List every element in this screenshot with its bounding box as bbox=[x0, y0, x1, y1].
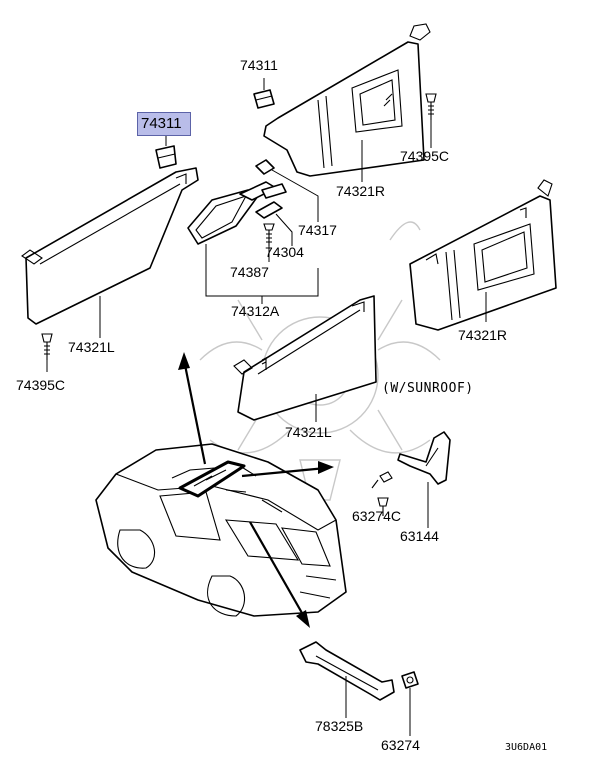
part-label-74321R-top[interactable]: 74321R bbox=[336, 183, 386, 199]
part-label-74395C-left[interactable]: 74395C bbox=[16, 377, 66, 393]
leader-74304 bbox=[275, 213, 293, 246]
part-label-74321R-right[interactable]: 74321R bbox=[458, 327, 508, 343]
part-label-74304[interactable]: 74304 bbox=[265, 244, 304, 260]
screw-icon bbox=[263, 223, 275, 246]
part-label-74311-top[interactable]: 74311 bbox=[240, 57, 278, 73]
part-label-74395C-top[interactable]: 74395C bbox=[400, 148, 450, 164]
arrows bbox=[178, 352, 334, 628]
part-label-74321L-sunroof[interactable]: 74321L bbox=[285, 424, 332, 440]
leader-74312A-bracket bbox=[205, 244, 319, 304]
part-label-63144[interactable]: 63144 bbox=[400, 528, 439, 544]
sun-visor-left[interactable] bbox=[21, 167, 199, 325]
part-label-63274[interactable]: 63274 bbox=[381, 737, 420, 753]
leader-74317 bbox=[271, 169, 319, 222]
sun-visor-right-top[interactable] bbox=[263, 23, 431, 177]
part-label-78325B[interactable]: 78325B bbox=[315, 718, 364, 734]
assist-grip-rear[interactable] bbox=[299, 641, 395, 701]
assist-grip-sunroof[interactable] bbox=[397, 431, 451, 485]
sun-visor-left-sunroof[interactable] bbox=[233, 295, 377, 421]
screw-icon bbox=[425, 93, 437, 120]
screw-icon bbox=[371, 471, 393, 489]
part-label-74312A[interactable]: 74312A bbox=[231, 303, 280, 319]
part-label-74311-highlighted[interactable]: 74311 bbox=[137, 112, 191, 136]
sun-visor-right-sunroof[interactable] bbox=[409, 179, 557, 331]
rear-view-mirror[interactable] bbox=[187, 159, 287, 245]
part-label-74321L-left[interactable]: 74321L bbox=[68, 339, 115, 355]
part-label-74387[interactable]: 74387 bbox=[230, 264, 269, 280]
part-label-74317[interactable]: 74317 bbox=[298, 222, 337, 238]
roof-area bbox=[178, 460, 246, 498]
visor-clip-left[interactable] bbox=[155, 145, 177, 169]
part-label-63274C[interactable]: 63274C bbox=[352, 508, 402, 524]
screw-icon bbox=[41, 333, 53, 360]
sunroof-note: (W/SUNROOF) bbox=[382, 381, 474, 396]
clip-icon bbox=[401, 671, 419, 689]
visor-clip-top[interactable] bbox=[253, 89, 275, 109]
diagram-code: 3U6DA01 bbox=[505, 742, 548, 753]
